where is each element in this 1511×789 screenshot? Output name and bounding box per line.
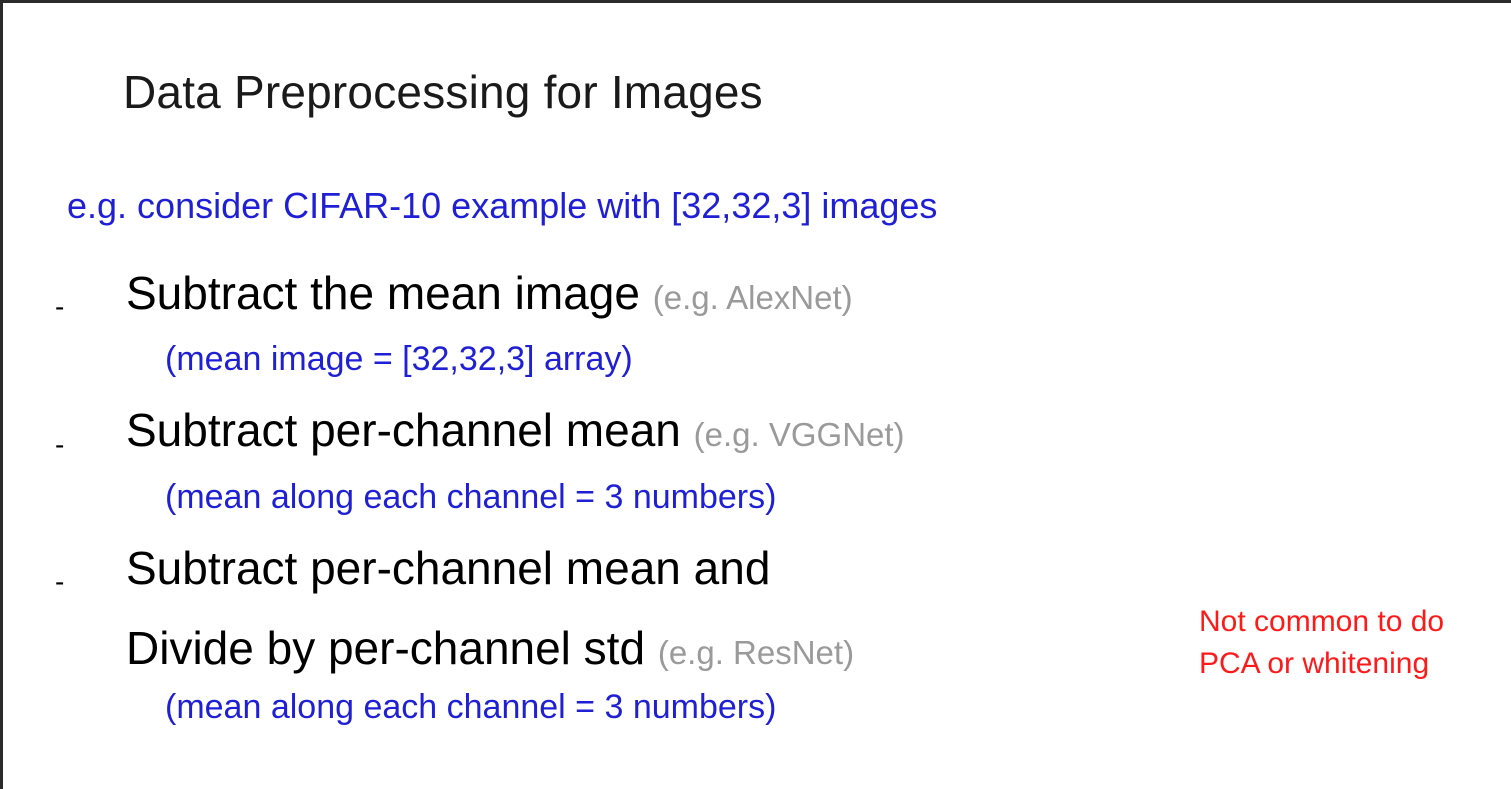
- bullet-marker: -: [55, 566, 65, 597]
- side-note: Not common to do PCA or whitening: [1199, 605, 1445, 680]
- slide-subtitle: e.g. consider CIFAR-10 example with [32,…: [67, 185, 938, 226]
- bullet-example: (e.g. ResNet): [657, 634, 855, 671]
- bullet-item-per-channel-mean: Subtract per-channel mean (e.g. VGGNet): [126, 403, 905, 457]
- bullet-item-mean-std-line2: Divide by per-channel std (e.g. ResNet): [126, 621, 854, 675]
- bullet-note: (mean along each channel = 3 numbers): [165, 688, 777, 726]
- bullet-marker: -: [55, 429, 65, 460]
- bullet-note: (mean along each channel = 3 numbers): [165, 478, 777, 516]
- bullet-text: Subtract per-channel mean and: [126, 542, 771, 594]
- bullet-text: Subtract per-channel mean: [126, 404, 681, 456]
- bullet-item-mean-image: Subtract the mean image (e.g. AlexNet): [126, 266, 853, 320]
- bullet-note: (mean image = [32,32,3] array): [165, 340, 633, 378]
- slide-title: Data Preprocessing for Images: [123, 66, 763, 118]
- bullet-example: (e.g. VGGNet): [693, 416, 905, 453]
- bullet-example: (e.g. AlexNet): [652, 279, 853, 316]
- bullet-item-mean-std-line1: Subtract per-channel mean and: [126, 541, 770, 595]
- bullet-text: Divide by per-channel std: [126, 622, 646, 674]
- bullet-text: Subtract the mean image: [126, 267, 640, 319]
- bullet-marker: -: [55, 291, 65, 322]
